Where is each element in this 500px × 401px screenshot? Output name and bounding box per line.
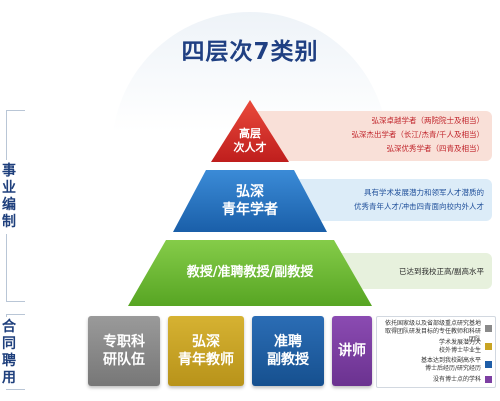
- middle-level-label-line: 青年学者: [222, 202, 278, 218]
- description-line: 弘深卓越学者（两院院士及相当）: [371, 116, 485, 125]
- category-label-line: 专职科: [103, 334, 145, 350]
- legend-item: 学术发展潜力大 校外博士毕业生: [381, 339, 481, 355]
- middle-level-description: 具有学术发展潜力和领军人才潜质的 优秀青年人才/冲击四青面向校内外人才: [314, 186, 484, 214]
- top-level-label-line: 次人才: [233, 141, 267, 154]
- category-label-line: 弘深: [192, 334, 220, 350]
- legend-color-square: [485, 325, 492, 332]
- category-label-line: 准聘: [274, 334, 302, 350]
- career-group-label: 事业编制: [1, 160, 17, 234]
- contract-category-associate-professor: 准聘 副教授: [252, 316, 324, 386]
- legend-color-square: [485, 343, 492, 350]
- legend-item: 依托国家级以及省部级重点研究基地 取得团队研发目标的专任教师和科研团队: [381, 320, 481, 344]
- page-title: 四层次7类别: [181, 39, 319, 65]
- top-level-band: [250, 111, 492, 161]
- category-label-line: 青年教师: [178, 352, 234, 368]
- legend-item: 没有博士点的学科: [381, 376, 481, 384]
- legend-item-line: 没有博士点的学科: [432, 376, 481, 383]
- contract-category-lecturer: 讲师: [332, 316, 372, 386]
- legend-item-line: 取得团队研发目标的专任教师和科研团队: [384, 328, 481, 343]
- legend-item-line: 博士后经历/研究经历: [424, 365, 481, 372]
- top-level-description: 弘深卓越学者（两院院士及相当） 弘深杰出学者（长江/杰青/千人及相当） 弘深优秀…: [284, 114, 484, 156]
- description-line: 具有学术发展潜力和领军人才潜质的: [364, 188, 484, 197]
- legend-item-line: 校外博士毕业生: [438, 347, 481, 354]
- legend-color-square: [485, 361, 492, 368]
- legend-item-line: 依托国家级以及省部级重点研究基地: [384, 320, 481, 327]
- description-line: 已达到我校正高/副高水平: [398, 267, 484, 276]
- legend-item-line: 学术发展潜力大: [438, 339, 481, 346]
- category-label-line: 讲师: [338, 343, 366, 359]
- legend-color-square: [485, 376, 492, 383]
- category-label-line: 研队伍: [103, 352, 145, 368]
- legend-item-line: 基本达到我校副高水平: [420, 357, 481, 364]
- category-label-line: 副教授: [267, 352, 309, 368]
- top-level-label-line: 高层: [239, 127, 261, 140]
- pyramid-base-level: [128, 240, 372, 306]
- base-level-description: 已达到我校正高/副高水平: [344, 265, 484, 279]
- base-level-label: 教授/准聘教授/副教授: [150, 264, 350, 282]
- description-line: 弘深优秀学者（四青及相当）: [386, 144, 485, 153]
- pyramid-top-level: [211, 100, 289, 162]
- contract-category-research-team: 专职科 研队伍: [88, 316, 160, 386]
- middle-level-label-line: 弘深: [236, 184, 264, 200]
- middle-level-label: 弘深 青年学者: [190, 183, 310, 219]
- description-line: 弘深杰出学者（长江/杰青/千人及相当）: [351, 130, 484, 139]
- top-level-label: 高层 次人才: [218, 127, 282, 155]
- contract-group-label: 合同聘用: [1, 317, 17, 389]
- description-line: 优秀青年人才/冲击四青面向校内外人才: [353, 202, 484, 211]
- legend-item: 基本达到我校副高水平 博士后经历/研究经历: [381, 357, 481, 373]
- contract-category-young-teacher: 弘深 青年教师: [168, 316, 244, 386]
- legend-panel: 依托国家级以及省部级重点研究基地 取得团队研发目标的专任教师和科研团队 学术发展…: [376, 316, 496, 388]
- pyramid-middle-level: [173, 170, 327, 232]
- base-level-label-line: 教授/准聘教授/副教授: [186, 265, 314, 280]
